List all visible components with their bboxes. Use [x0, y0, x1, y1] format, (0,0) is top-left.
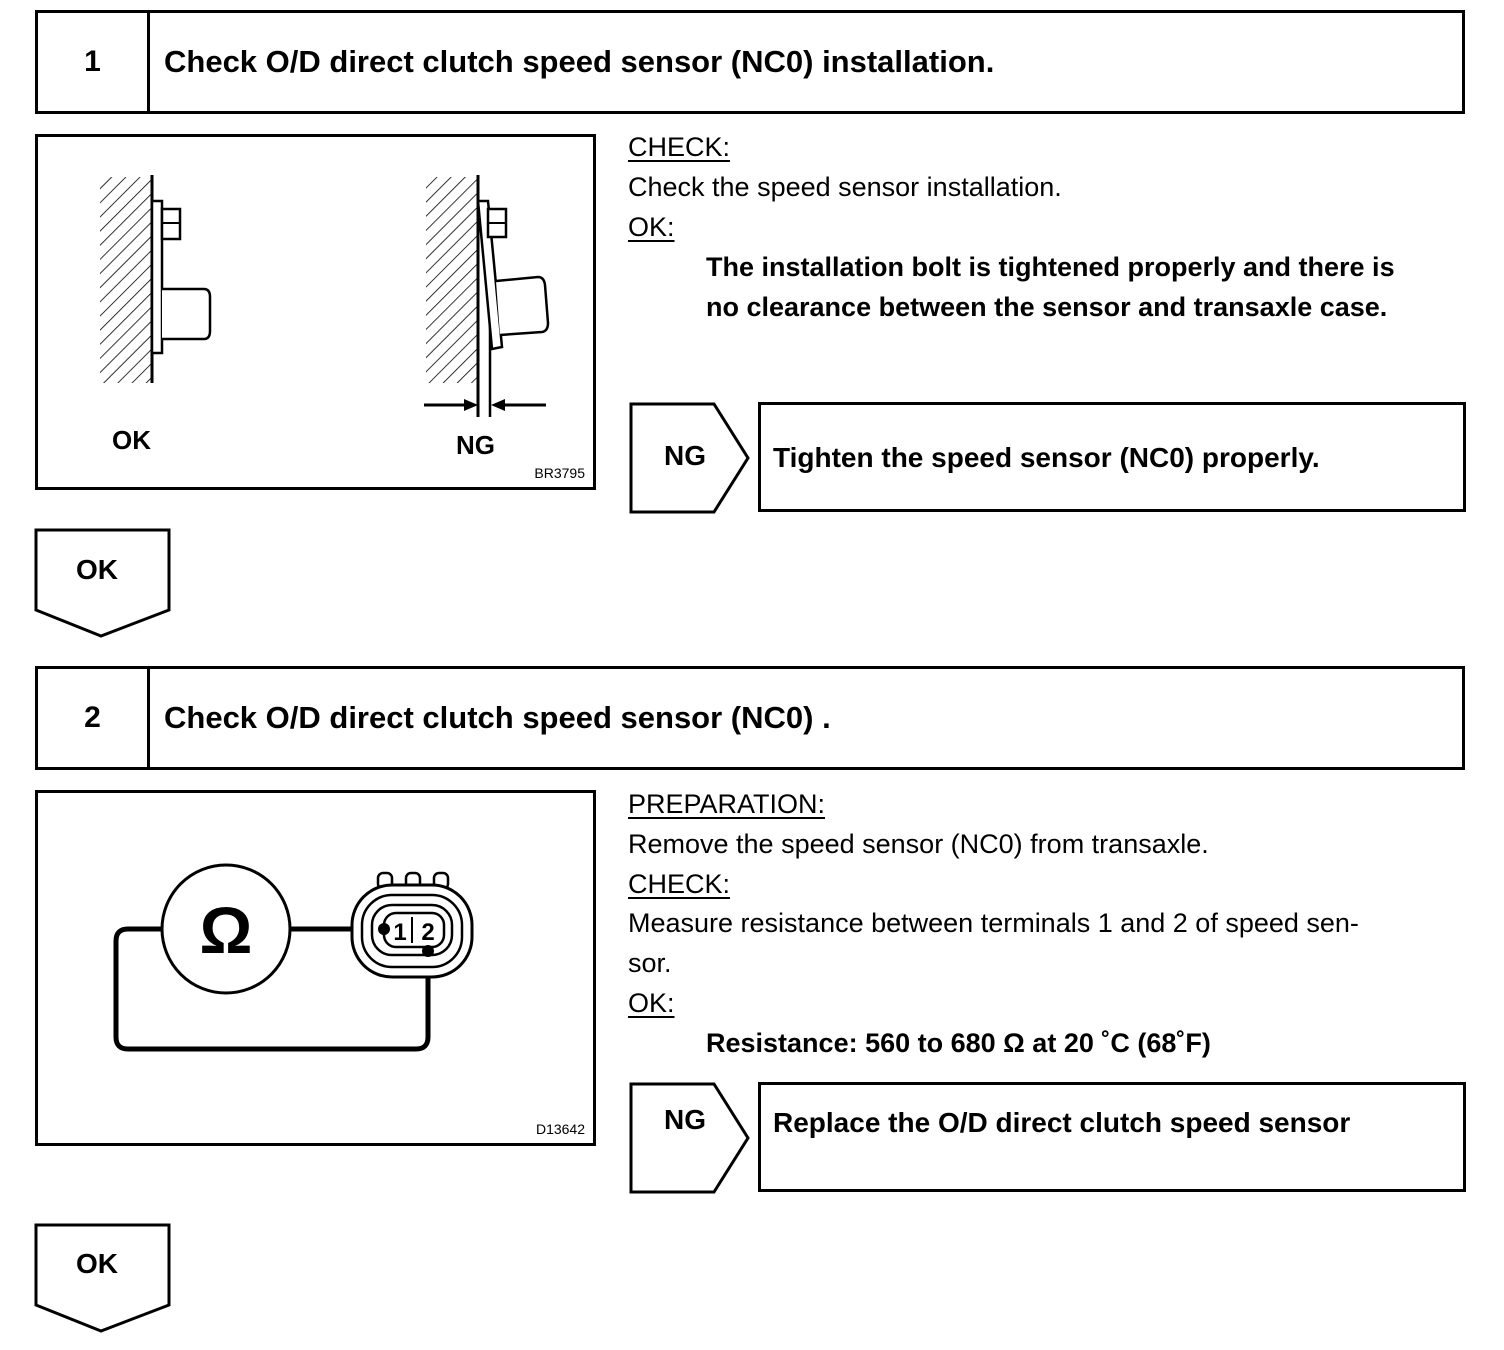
ok-spec-line-1: The installation bolt is tightened prope… [706, 252, 1395, 282]
figure-code: D13642 [535, 1121, 585, 1137]
ng-tag-label: NG [664, 1104, 706, 1135]
resistance-spec: Resistance: 560 to 680 Ω at 20 ˚C (68˚F) [706, 1028, 1211, 1058]
ohmmeter-diagram: Ω 1 2 [113, 863, 474, 1052]
resistance-figure: Ω 1 2 D13642 [35, 790, 596, 1146]
step-title: Check O/D direct clutch speed sensor (NC… [164, 44, 995, 79]
step-1-header: 1 Check O/D direct clutch speed sensor (… [35, 10, 1465, 114]
sensor-installation-diagram [100, 175, 550, 417]
figure-code: BR3795 [534, 465, 585, 481]
ng-arrow-tag [629, 402, 750, 514]
installation-figure: OK NG BR3795 [35, 134, 596, 490]
ng-action-box: Replace the O/D direct clutch speed sens… [758, 1082, 1466, 1192]
step-number: 2 [38, 669, 150, 767]
ok-down-arrow-tag [34, 1223, 171, 1333]
step-2-header: 2 Check O/D direct clutch speed sensor (… [35, 666, 1465, 770]
ng-action-box: Tighten the speed sensor (NC0) properly. [758, 402, 1466, 512]
terminal-2-label: 2 [421, 919, 434, 946]
ng-action-text: Replace the O/D direct clutch speed sens… [773, 1107, 1351, 1138]
ok-figure-label: OK [112, 425, 151, 455]
step-title: Check O/D direct clutch speed sensor (NC… [164, 700, 831, 735]
ok-tag-label: OK [76, 554, 118, 585]
ok-heading: OK: [628, 988, 675, 1018]
preparation-heading: PREPARATION: [628, 789, 826, 819]
ok-tag-label: OK [76, 1248, 118, 1279]
ng-figure-label: NG [456, 430, 495, 460]
preparation-text: Remove the speed sensor (NC0) from trans… [628, 829, 1209, 859]
ok-down-arrow-tag [34, 528, 171, 638]
terminal-1-label: 1 [393, 919, 406, 946]
step-number: 1 [38, 13, 150, 111]
check-heading: CHECK: [628, 132, 731, 162]
ok-heading: OK: [628, 212, 675, 242]
check-text-line-2: sor. [628, 948, 672, 978]
ng-tag-label: NG [664, 440, 706, 471]
ohm-symbol-icon: Ω [200, 893, 253, 967]
ok-spec-line-2: no clearance between the sensor and tran… [706, 292, 1388, 322]
ng-arrow-tag [629, 1082, 750, 1194]
check-text: Check the speed sensor installation. [628, 172, 1062, 202]
ng-action-text: Tighten the speed sensor (NC0) properly. [773, 442, 1320, 473]
check-text-line-1: Measure resistance between terminals 1 a… [628, 908, 1359, 938]
check-heading: CHECK: [628, 869, 731, 899]
